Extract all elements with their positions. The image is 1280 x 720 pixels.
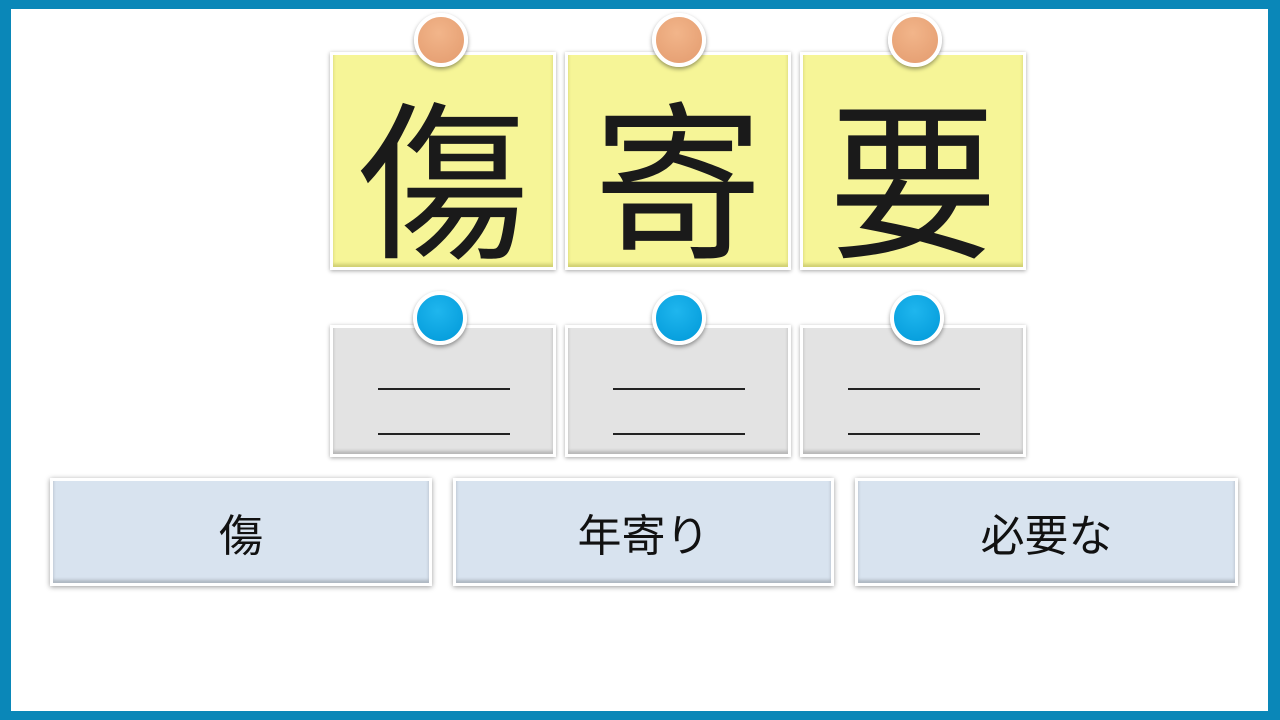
kanji-char: 寄 xyxy=(592,88,763,286)
blank-line xyxy=(613,388,745,390)
kanji-card-1: 傷 xyxy=(330,52,556,286)
answer-slot-3[interactable] xyxy=(800,325,1026,457)
choice-button-2[interactable]: 年寄り xyxy=(453,478,834,586)
pin-icon xyxy=(888,13,942,67)
blank-line xyxy=(378,433,510,435)
choice-button-1[interactable]: 傷 xyxy=(50,478,432,586)
blank-line xyxy=(848,433,980,435)
answer-slot-1[interactable] xyxy=(330,325,556,457)
choice-label: 必要な xyxy=(980,511,1113,562)
blank-line xyxy=(378,388,510,390)
choice-button-3[interactable]: 必要な xyxy=(855,478,1238,586)
choice-label: 傷 xyxy=(219,511,263,562)
pin-icon xyxy=(652,13,706,67)
pin-icon xyxy=(890,291,944,345)
kanji-card-2: 寄 xyxy=(565,52,791,286)
kanji-card-3: 要 xyxy=(800,52,1026,286)
kanji-char: 要 xyxy=(827,88,998,286)
pin-icon xyxy=(652,291,706,345)
kanji-char: 傷 xyxy=(357,88,528,286)
choice-label: 年寄り xyxy=(577,511,710,562)
pin-icon xyxy=(413,291,467,345)
blank-line xyxy=(848,388,980,390)
blank-line xyxy=(613,433,745,435)
pin-icon xyxy=(414,13,468,67)
